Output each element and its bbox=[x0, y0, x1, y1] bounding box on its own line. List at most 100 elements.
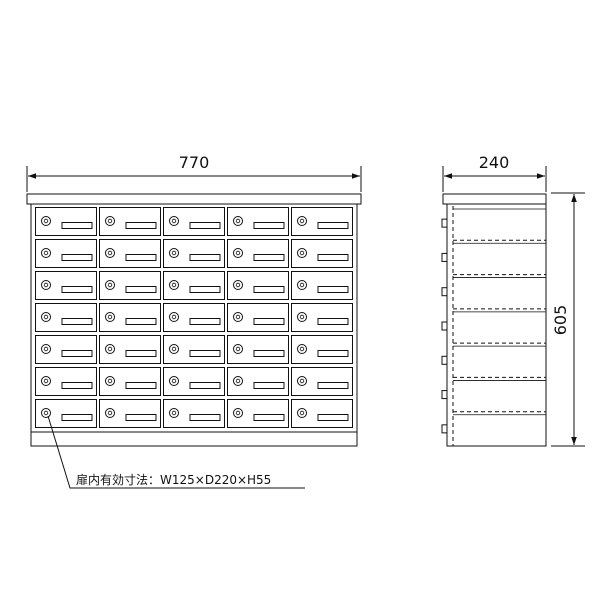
note-leader-line bbox=[47, 415, 305, 489]
nameplate bbox=[253, 414, 285, 421]
nameplate bbox=[189, 254, 221, 261]
keyhole-icon bbox=[107, 346, 113, 352]
mailbox-door bbox=[227, 367, 289, 396]
keyhole-icon bbox=[235, 218, 241, 224]
nameplate bbox=[61, 254, 93, 261]
nameplate bbox=[125, 382, 157, 389]
mailbox-door bbox=[35, 399, 97, 428]
side-view: 240 605 bbox=[441, 153, 585, 447]
side-lock-protrusion bbox=[441, 252, 448, 262]
door-panel bbox=[227, 303, 289, 332]
keyhole-icon bbox=[107, 218, 113, 224]
nameplate bbox=[125, 414, 157, 421]
nameplate bbox=[61, 222, 93, 229]
depth-label: 240 bbox=[479, 153, 510, 172]
nameplate bbox=[253, 318, 285, 325]
nameplate bbox=[189, 414, 221, 421]
keyhole-icon bbox=[235, 282, 241, 288]
nameplate bbox=[189, 318, 221, 325]
keyhole-icon bbox=[43, 410, 49, 416]
nameplate bbox=[125, 350, 157, 357]
keyhole-icon bbox=[171, 218, 177, 224]
nameplate bbox=[125, 254, 157, 261]
nameplate bbox=[125, 318, 157, 325]
nameplate bbox=[253, 222, 285, 229]
keyhole-icon bbox=[171, 410, 177, 416]
nameplate bbox=[253, 350, 285, 357]
height-dimension: 605 bbox=[551, 192, 585, 447]
mailbox-door bbox=[163, 239, 225, 268]
mailbox-door bbox=[227, 399, 289, 428]
mailbox-door bbox=[99, 303, 161, 332]
keyhole-icon bbox=[43, 218, 49, 224]
width-dimension: 770 bbox=[26, 153, 362, 192]
side-lock-protrusion bbox=[441, 287, 448, 297]
keyhole-icon bbox=[43, 378, 49, 384]
keyhole-icon bbox=[299, 250, 305, 256]
mailbox-door bbox=[291, 399, 353, 428]
depth-dimension: 240 bbox=[442, 153, 547, 192]
nameplate bbox=[317, 222, 349, 229]
keyhole-icon bbox=[107, 282, 113, 288]
mailbox-door bbox=[163, 207, 225, 236]
keyhole-icon bbox=[171, 314, 177, 320]
keyhole-icon bbox=[107, 314, 113, 320]
nameplate bbox=[253, 254, 285, 261]
mailbox-door bbox=[227, 303, 289, 332]
mailbox-door bbox=[163, 367, 225, 396]
mailbox-door bbox=[35, 271, 97, 300]
mailbox-door bbox=[99, 367, 161, 396]
keyhole-icon bbox=[107, 378, 113, 384]
nameplate bbox=[61, 318, 93, 325]
side-top-cap bbox=[442, 193, 547, 205]
mailbox-door bbox=[35, 335, 97, 364]
door-panel bbox=[99, 271, 161, 300]
keyhole-icon bbox=[43, 346, 49, 352]
keyhole-icon bbox=[235, 250, 241, 256]
side-lock-protrusion bbox=[441, 355, 448, 365]
height-label: 605 bbox=[551, 305, 570, 336]
mailbox-door bbox=[291, 303, 353, 332]
keyhole-icon bbox=[107, 410, 113, 416]
mailbox-door bbox=[35, 239, 97, 268]
nameplate bbox=[125, 222, 157, 229]
nameplate bbox=[189, 350, 221, 357]
nameplate bbox=[317, 414, 349, 421]
mailbox-door bbox=[163, 399, 225, 428]
mailbox-door bbox=[163, 271, 225, 300]
keyhole-icon bbox=[235, 346, 241, 352]
nameplate bbox=[189, 382, 221, 389]
mailbox-door bbox=[99, 207, 161, 236]
mailbox-door bbox=[163, 335, 225, 364]
side-lock-protrusion bbox=[441, 321, 448, 331]
keyhole-icon bbox=[43, 314, 49, 320]
keyhole-icon bbox=[171, 346, 177, 352]
nameplate bbox=[317, 350, 349, 357]
nameplate bbox=[61, 414, 93, 421]
keyhole-icon bbox=[171, 250, 177, 256]
mailbox-doors bbox=[35, 207, 353, 428]
keyhole-icon bbox=[235, 410, 241, 416]
side-lock-protrusion bbox=[441, 424, 448, 434]
keyhole-icon bbox=[171, 282, 177, 288]
keyhole-icon bbox=[299, 218, 305, 224]
mailbox-door bbox=[291, 239, 353, 268]
nameplate bbox=[253, 286, 285, 293]
mailbox-door bbox=[163, 303, 225, 332]
nameplate bbox=[317, 382, 349, 389]
nameplate bbox=[125, 286, 157, 293]
mailbox-door bbox=[99, 335, 161, 364]
keyhole-icon bbox=[171, 378, 177, 384]
nameplate bbox=[317, 318, 349, 325]
width-label: 770 bbox=[179, 153, 210, 172]
mailbox-door bbox=[99, 239, 161, 268]
mailbox-door bbox=[227, 239, 289, 268]
inner-dimension-note: 扉内有効寸法：W125×D220×H55 bbox=[76, 472, 271, 487]
side-lock-protrusion bbox=[441, 390, 448, 400]
keyhole-icon bbox=[299, 314, 305, 320]
keyhole-icon bbox=[235, 378, 241, 384]
mailbox-door bbox=[99, 271, 161, 300]
nameplate bbox=[189, 222, 221, 229]
keyhole-icon bbox=[299, 410, 305, 416]
